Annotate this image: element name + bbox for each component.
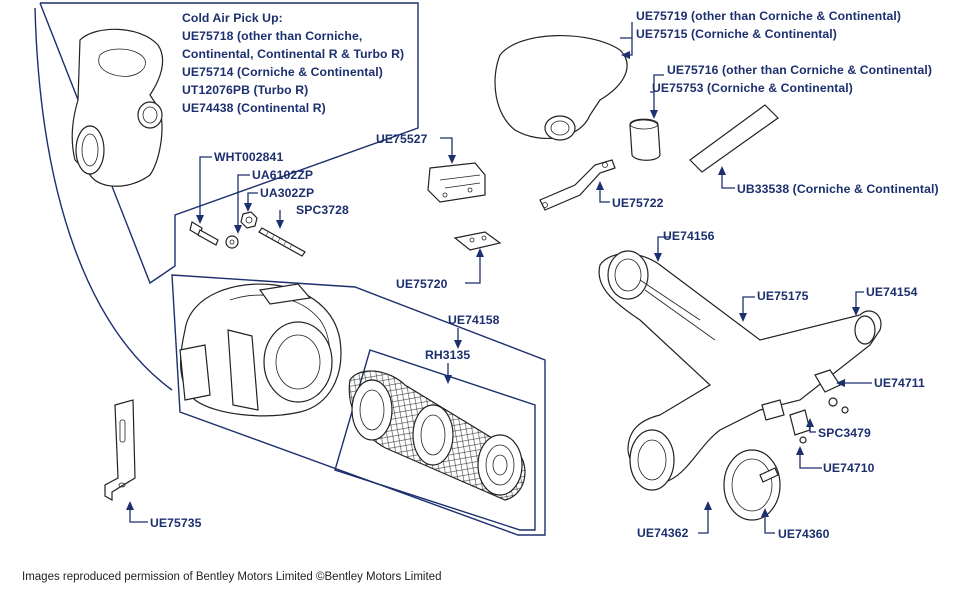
cold-air-pickup-line-3: UE75714 (Corniche & Continental) [182, 65, 383, 79]
label-ue75753: UE75753 (Corniche & Continental) [652, 81, 853, 95]
bracket-ue75722 [539, 159, 616, 211]
label-spc3479: SPC3479 [818, 426, 871, 440]
label-ue74711: UE74711 [874, 376, 925, 390]
leader-lines [126, 22, 872, 534]
cold-air-pickup-line-1: UE75718 (other than Corniche, [182, 29, 363, 43]
label-ue74362: UE74362 [637, 526, 689, 540]
label-rh3135: RH3135 [425, 348, 471, 362]
strip-ub33538 [689, 104, 779, 173]
cold-air-callout-box [39, 2, 419, 285]
cold-air-callout-leader [34, 7, 173, 391]
intake-hose-ue75719 [494, 35, 628, 141]
label-wht002841: WHT002841 [214, 150, 284, 164]
label-ue74156: UE74156 [663, 229, 715, 243]
cold-air-pickup-line-2: Continental, Continental R & Turbo R) [182, 47, 405, 61]
bracket-ue75735 [104, 399, 136, 502]
cold-air-pickup-label: Cold Air Pick Up: UE75718 (other than Co… [182, 9, 404, 117]
label-ua6102zp: UA6102ZP [252, 168, 314, 182]
label-ue75722: UE75722 [612, 196, 664, 210]
sleeve-ue75716 [629, 118, 661, 161]
cold-air-pickup-part [71, 28, 164, 187]
air-cleaner-housing [179, 283, 342, 417]
plate-ue75720 [453, 231, 502, 251]
filter-element [348, 370, 526, 501]
label-ue74154: UE74154 [866, 285, 918, 299]
filter-callout-box [334, 349, 536, 531]
label-spc3728: SPC3728 [296, 203, 349, 217]
label-ue75720: UE75720 [396, 277, 448, 291]
label-ua302zp: UA302ZP [260, 186, 315, 200]
cold-air-pickup-title: Cold Air Pick Up: [182, 11, 283, 25]
label-ue75715: UE75715 (Corniche & Continental) [636, 27, 837, 41]
valve-ue74360 [723, 449, 781, 521]
cold-air-pickup-line-5: UE74438 (Continental R) [182, 101, 326, 115]
bolt-washer-group [189, 211, 306, 257]
label-ue74710: UE74710 [823, 461, 875, 475]
air-cleaner-box [171, 274, 546, 536]
cold-air-pickup-line-4: UT12076PB (Turbo R) [182, 83, 309, 97]
copyright-footer: Images reproduced permission of Bentley … [22, 571, 442, 583]
label-ue75527: UE75527 [376, 132, 428, 146]
label-ue74360: UE74360 [778, 527, 830, 541]
label-ue74158: UE74158 [448, 313, 500, 327]
label-ub33538: UB33538 (Corniche & Continental) [737, 182, 939, 196]
label-ue75716: UE75716 (other than Corniche & Continent… [667, 63, 933, 77]
label-ue75719: UE75719 (other than Corniche & Continent… [636, 9, 902, 23]
label-ue75175: UE75175 [757, 289, 809, 303]
y-intake-pipe [598, 250, 882, 491]
label-ue75735: UE75735 [150, 516, 202, 530]
bracket-ue75527 [427, 162, 486, 203]
